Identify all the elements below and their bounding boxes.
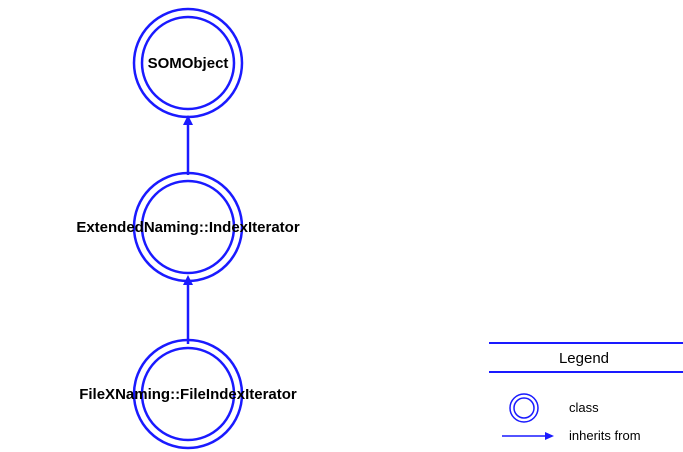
- legend-item-inherits: inherits from: [502, 428, 641, 443]
- legend-title: Legend: [559, 350, 609, 367]
- class-node-fileindexiterator[interactable]: FileXNaming::FileIndexIterator: [79, 338, 297, 450]
- double-circle-icon: [132, 7, 244, 119]
- legend: Legend class inherits from: [489, 342, 683, 443]
- class-label: ExtendedNaming::IndexIterator: [76, 219, 300, 236]
- legend-item-class: class: [509, 393, 599, 423]
- double-circle-icon: [509, 393, 539, 423]
- arrowhead-icon: [545, 432, 554, 440]
- double-circle-icon: [132, 338, 244, 450]
- legend-label-inherits: inherits from: [569, 428, 641, 443]
- class-node-somobject[interactable]: SOMObject: [132, 7, 244, 119]
- class-label: SOMObject: [148, 55, 229, 72]
- class-node-indexiterator[interactable]: ExtendedNaming::IndexIterator: [76, 171, 300, 283]
- class-label: FileXNaming::FileIndexIterator: [79, 386, 297, 403]
- double-circle-icon: [132, 171, 244, 283]
- legend-label-class: class: [569, 400, 599, 415]
